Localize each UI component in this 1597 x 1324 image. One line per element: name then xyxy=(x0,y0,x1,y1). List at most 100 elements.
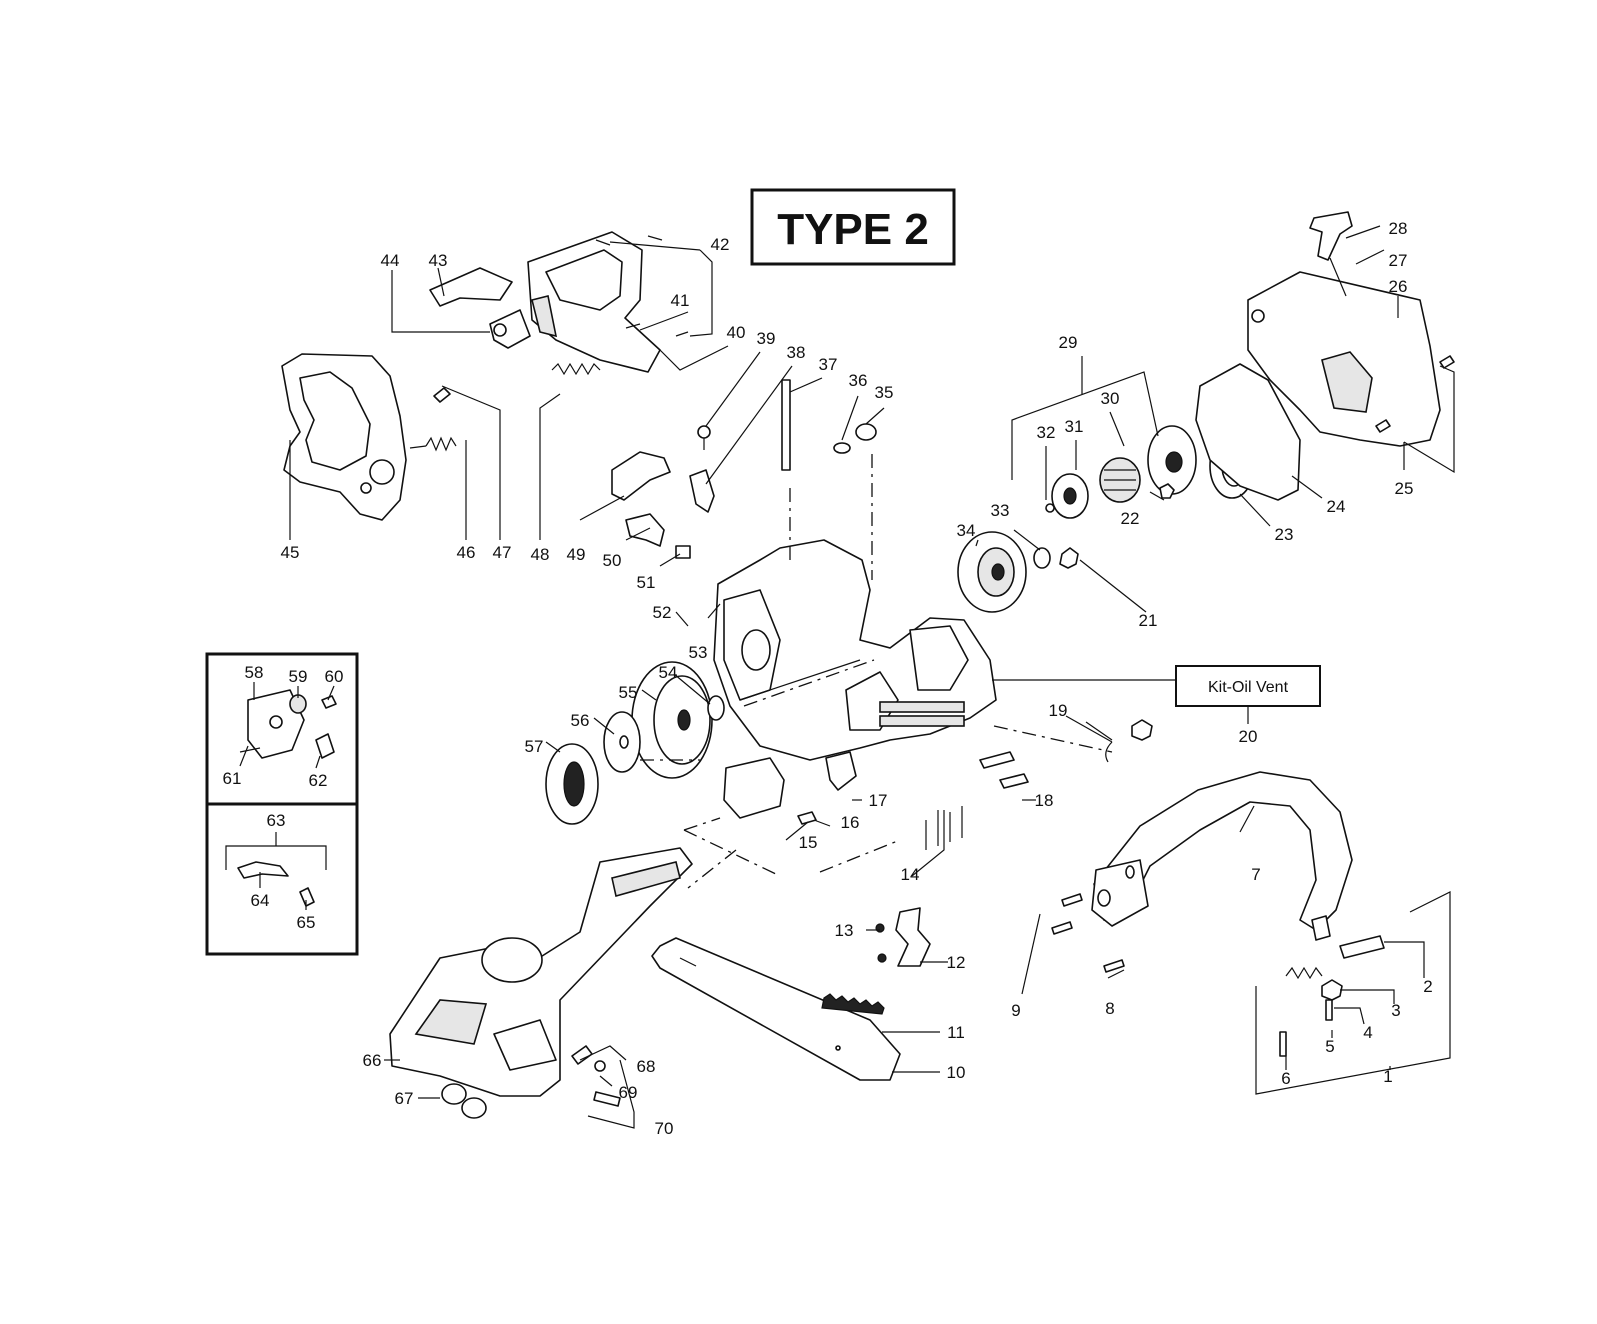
guide-bar-10 xyxy=(651,937,901,1081)
callout-5: 5 xyxy=(1325,1037,1334,1056)
callout-15: 15 xyxy=(799,833,818,852)
washer-22 xyxy=(1159,483,1175,499)
hand-guard-assembly xyxy=(429,231,689,373)
callout-1: 1 xyxy=(1383,1067,1392,1086)
callout-43: 43 xyxy=(429,251,448,270)
rope-27 xyxy=(1329,257,1347,297)
callout-65: 65 xyxy=(297,913,316,932)
clutch-drum-55 xyxy=(631,661,713,779)
callout-42: 42 xyxy=(711,235,730,254)
callout-47: 47 xyxy=(493,543,512,562)
crankcase-housing xyxy=(713,539,997,761)
callout-26: 26 xyxy=(1389,277,1408,296)
callout-63: 63 xyxy=(267,811,286,830)
callout-34: 34 xyxy=(957,521,976,540)
callout-46: 46 xyxy=(457,543,476,562)
washer-54 xyxy=(707,695,725,721)
callout-64: 64 xyxy=(251,891,270,910)
pin-37 xyxy=(781,379,791,471)
tensioner-68-70 xyxy=(571,1045,621,1107)
callout-21: 21 xyxy=(1139,611,1158,630)
title-text: TYPE 2 xyxy=(777,205,929,254)
callout-52: 52 xyxy=(653,603,672,622)
callout-29: 29 xyxy=(1059,333,1078,352)
callout-3: 3 xyxy=(1391,1001,1400,1020)
callout-38: 38 xyxy=(787,343,806,362)
callout-32: 32 xyxy=(1037,423,1056,442)
callout-50: 50 xyxy=(603,551,622,570)
inset-58-62 xyxy=(205,652,359,806)
callout-2: 2 xyxy=(1423,977,1432,996)
callout-58: 58 xyxy=(245,663,264,682)
callout-10: 10 xyxy=(947,1063,966,1082)
callout-24: 24 xyxy=(1327,497,1346,516)
kit-oil-vent-callout: Kit-Oil Vent xyxy=(992,665,1321,724)
brake-parts xyxy=(611,451,715,559)
callout-18: 18 xyxy=(1035,791,1054,810)
starter-housing-26 xyxy=(1247,271,1441,447)
kit-oil-vent-label: Kit-Oil Vent xyxy=(1208,679,1289,696)
callout-51: 51 xyxy=(637,573,656,592)
callout-59: 59 xyxy=(289,667,308,686)
callout-48: 48 xyxy=(531,545,550,564)
callout-16: 16 xyxy=(841,813,860,832)
callout-6: 6 xyxy=(1281,1069,1290,1088)
callout-13: 13 xyxy=(835,921,854,940)
front-handle-7 xyxy=(1091,771,1353,931)
callout-28: 28 xyxy=(1389,219,1408,238)
callout-39: 39 xyxy=(757,329,776,348)
callout-44: 44 xyxy=(381,251,400,270)
callout-22: 22 xyxy=(1121,509,1140,528)
leader-lines xyxy=(225,225,1455,1129)
nuts-67 xyxy=(441,1083,487,1119)
nut-21 xyxy=(1059,547,1079,569)
spike-12 xyxy=(895,907,931,967)
oil-vent-parts xyxy=(723,719,1153,850)
pawl-plate xyxy=(1147,425,1197,495)
callout-23: 23 xyxy=(1275,525,1294,544)
guard-24 xyxy=(1195,363,1301,501)
callout-62: 62 xyxy=(309,771,328,790)
callout-37: 37 xyxy=(819,355,838,374)
washer-33 xyxy=(1033,547,1051,569)
assembly-guide-lines xyxy=(640,454,1113,889)
callout-31: 31 xyxy=(1065,417,1084,436)
callout-56: 56 xyxy=(571,711,590,730)
side-cover-66 xyxy=(389,847,693,1097)
callout-12: 12 xyxy=(947,953,966,972)
callout-20: 20 xyxy=(1239,727,1258,746)
callout-53: 53 xyxy=(689,643,708,662)
callout-7: 7 xyxy=(1251,865,1260,884)
callout-67: 67 xyxy=(395,1089,414,1108)
callout-68: 68 xyxy=(637,1057,656,1076)
callout-70: 70 xyxy=(655,1119,674,1138)
bracket-parts-1-6 xyxy=(1279,915,1385,1057)
screw-39 xyxy=(697,425,711,450)
callout-35: 35 xyxy=(875,383,894,402)
handle-28 xyxy=(1309,211,1353,261)
callout-4: 4 xyxy=(1363,1023,1372,1042)
callout-30: 30 xyxy=(1101,389,1120,408)
callout-8: 8 xyxy=(1105,999,1114,1018)
sprocket-57 xyxy=(545,743,599,825)
flywheel-34 xyxy=(957,531,1027,613)
spring-46 xyxy=(409,436,457,452)
callout-14: 14 xyxy=(901,865,920,884)
callout-27: 27 xyxy=(1389,251,1408,270)
callout-55: 55 xyxy=(619,683,638,702)
callout-9: 9 xyxy=(1011,1001,1020,1020)
rear-handle-45 xyxy=(281,353,407,521)
callout-33: 33 xyxy=(991,501,1010,520)
spring-48 xyxy=(551,362,601,376)
callout-45: 45 xyxy=(281,543,300,562)
callout-60: 60 xyxy=(325,667,344,686)
callout-40: 40 xyxy=(727,323,746,342)
callout-54: 54 xyxy=(659,663,678,682)
parts-35-36 xyxy=(833,423,877,454)
callout-61: 61 xyxy=(223,769,242,788)
callout-49: 49 xyxy=(567,545,586,564)
callout-66: 66 xyxy=(363,1051,382,1070)
screw-32 xyxy=(1045,503,1055,513)
chain-11 xyxy=(821,993,885,1015)
